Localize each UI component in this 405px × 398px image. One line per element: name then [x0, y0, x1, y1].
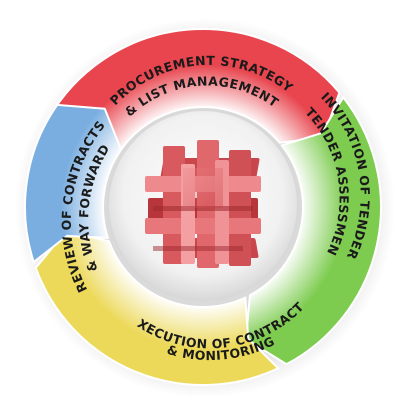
review-arrow-segment	[24, 103, 123, 264]
ring-segments	[24, 28, 382, 386]
execution-arrow-segment	[34, 230, 280, 386]
invitation-arrow-segment	[244, 95, 382, 366]
red-puzzle-cube-icon	[145, 140, 261, 268]
procurement-arrow-segment	[47, 28, 341, 159]
